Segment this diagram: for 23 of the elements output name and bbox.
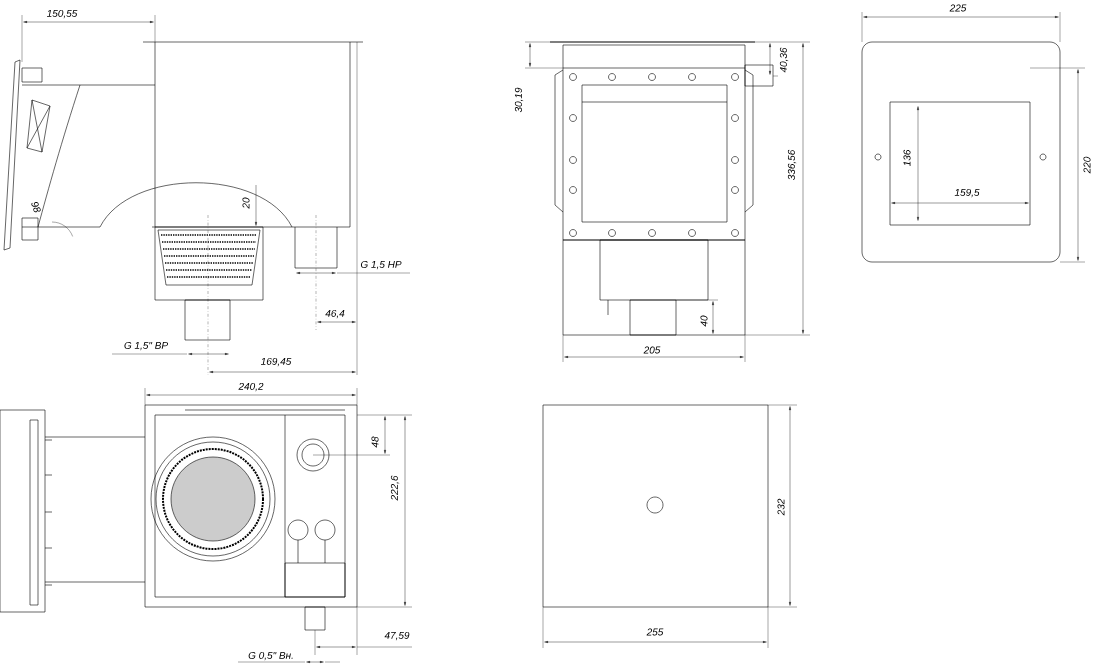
angle-label: 98 <box>31 202 41 213</box>
dimension-label: 136 <box>903 149 911 167</box>
dimension-label: 222,6 <box>390 475 400 501</box>
dimension-label: 225 <box>949 4 967 12</box>
dimension-label: 40 <box>700 315 708 327</box>
dimension-label: 47,59 <box>384 631 410 641</box>
dimension-label: 232 <box>777 498 785 516</box>
dimension-label: 40,36 <box>779 47 789 73</box>
dimension-label: 48 <box>371 436 379 448</box>
thread-label: G 0,5" Вн. <box>248 651 293 661</box>
thread-label: G 1,5 НР <box>360 260 402 270</box>
dimension-label: 255 <box>646 628 664 636</box>
dimension-label: 150,55 <box>47 9 78 19</box>
dimension-label: 336,56 <box>787 149 797 181</box>
dimension-label: 220 <box>1083 156 1091 174</box>
thread-label: G 1,5" ВР <box>124 341 168 351</box>
dimension-label: 205 <box>643 346 661 354</box>
dimension-label: 159,5 <box>954 188 980 198</box>
dimension-label: 46,4 <box>325 309 345 319</box>
dimension-label: 30,19 <box>514 87 524 113</box>
dimension-label: 20 <box>242 197 250 209</box>
dimension-label: 169,45 <box>261 357 292 367</box>
dimension-label: 240,2 <box>238 382 264 392</box>
